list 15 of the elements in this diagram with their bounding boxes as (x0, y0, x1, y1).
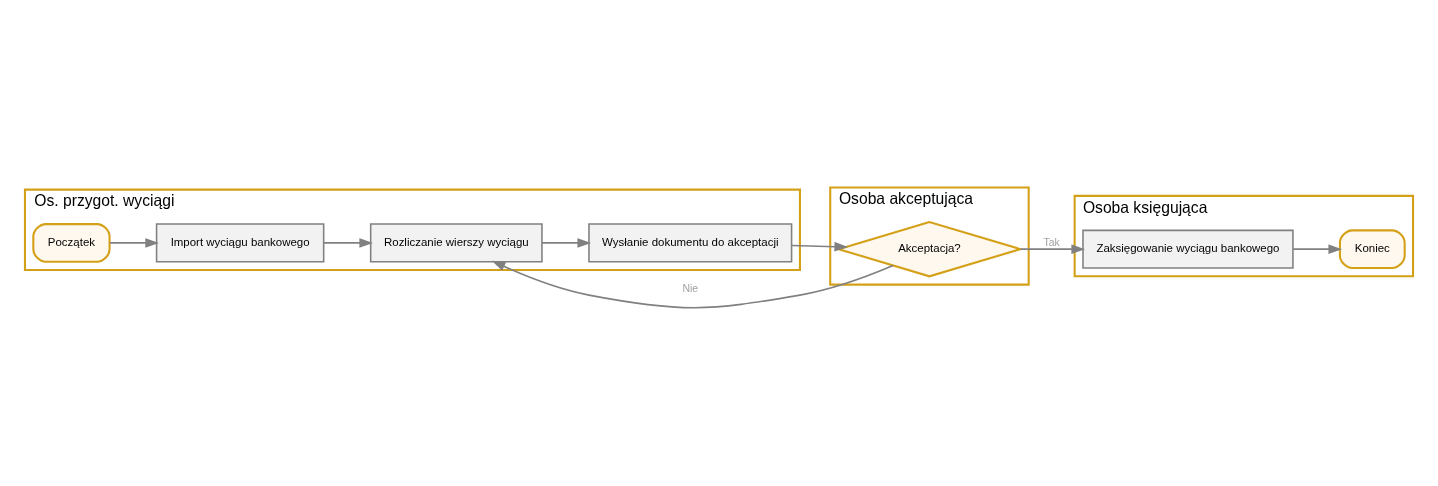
node-box: Wysłanie dokumentu do akceptacji (588, 222, 793, 262)
edge-label: Tak (1043, 236, 1060, 248)
arrow (1019, 243, 1085, 254)
arrow (491, 260, 894, 308)
arrow (323, 237, 373, 248)
node-box: Rozliczanie wierszy wyciągu (369, 222, 543, 262)
edge-label: Nie (682, 282, 699, 294)
node-box: Import wyciągu bankowego (155, 222, 325, 262)
arrow (541, 237, 591, 248)
arrow (791, 241, 848, 251)
arrow (1292, 243, 1343, 254)
node-box: Zaksięgowanie wyciągu bankowego (1082, 229, 1294, 269)
node-box: Początek (32, 222, 111, 263)
arrow (109, 237, 159, 248)
node-box: Koniec (1338, 228, 1406, 269)
